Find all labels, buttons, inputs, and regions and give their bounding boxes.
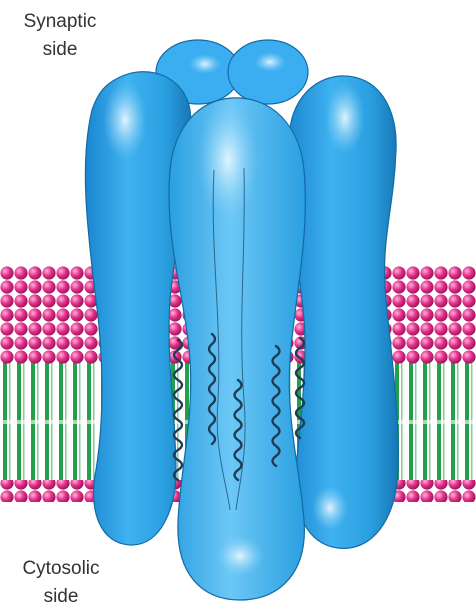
- cytosolic-side-label: Cytosolic side: [0, 555, 122, 611]
- synaptic-side-label: Synaptic side: [4, 8, 116, 64]
- top-lobe-right: [228, 40, 308, 104]
